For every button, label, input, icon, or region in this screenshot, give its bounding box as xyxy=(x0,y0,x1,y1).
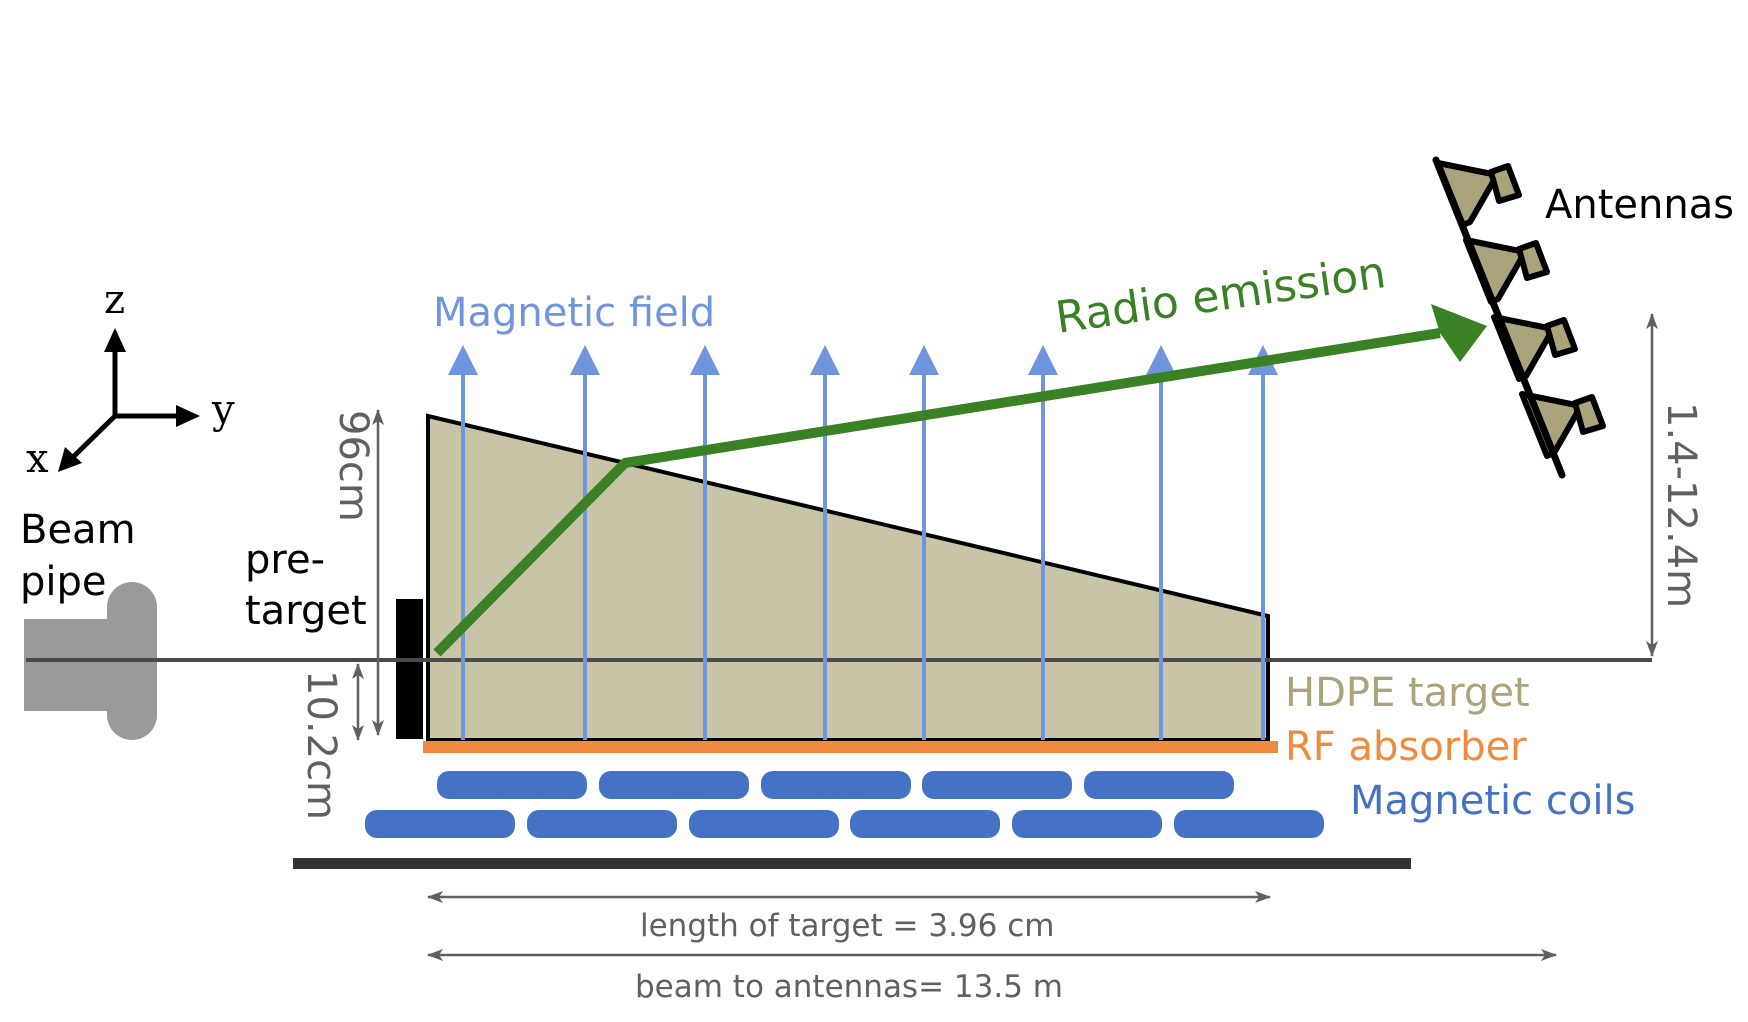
radio-emission-label: Radio emission xyxy=(1052,247,1389,344)
field-arrowhead xyxy=(1028,345,1058,375)
coil xyxy=(365,810,515,838)
coil xyxy=(437,771,587,799)
coil xyxy=(761,771,911,799)
field-arrowhead xyxy=(1146,345,1176,375)
pre-target xyxy=(396,599,423,739)
coil xyxy=(1084,771,1234,799)
field-arrowhead xyxy=(909,345,939,375)
hdpe-target xyxy=(426,413,1270,742)
beam-pipe-body xyxy=(24,619,114,711)
x-axis-arrowhead xyxy=(58,447,82,472)
coil xyxy=(599,771,749,799)
field-arrowhead xyxy=(570,345,600,375)
radio-emission-line xyxy=(433,328,1441,657)
field-arrowhead xyxy=(690,345,720,375)
radio-emission-path xyxy=(433,304,1487,657)
y-axis-label: y xyxy=(211,387,235,433)
pre-target-label-line1: pre- xyxy=(245,537,325,583)
radio-emission-arrowhead xyxy=(1431,304,1487,362)
antennas-label: Antennas xyxy=(1545,182,1734,228)
coil xyxy=(922,771,1072,799)
antenna-array xyxy=(1432,156,1606,479)
antenna-mount xyxy=(1432,156,1566,479)
pre-target-label-line2: target xyxy=(245,588,367,634)
beam-to-antennas-label: beam to antennas= 13.5 m xyxy=(635,969,1063,1005)
coil xyxy=(689,810,839,838)
target-length-label: length of target = 3.96 cm xyxy=(640,908,1054,944)
z-axis-arrowhead xyxy=(104,328,126,352)
beam-pipe-label-line1: Beam xyxy=(20,507,136,553)
z-axis-label: z xyxy=(104,277,125,323)
coil xyxy=(1174,810,1324,838)
antenna-height-label: 1.4-12.4m xyxy=(1658,402,1704,608)
hdpe-target-label: HDPE target xyxy=(1285,670,1530,716)
coil xyxy=(1012,810,1162,838)
magnetic-coils-label: Magnetic coils xyxy=(1350,778,1635,824)
coordinate-axes: z y x xyxy=(26,277,235,482)
coil xyxy=(850,810,1000,838)
support-bar xyxy=(293,858,1411,869)
field-arrowhead xyxy=(448,345,478,375)
magnetic-field-label: Magnetic field xyxy=(433,290,715,336)
target-height-label: 96cm xyxy=(330,410,376,522)
x-axis-line xyxy=(66,414,117,464)
antenna xyxy=(1435,160,1522,228)
field-arrowhead xyxy=(810,345,840,375)
magnetic-coils xyxy=(365,771,1324,838)
x-axis-label: x xyxy=(26,436,49,482)
coil xyxy=(527,810,677,838)
rf-absorber xyxy=(423,741,1278,753)
magnetic-field-arrows xyxy=(448,345,1278,740)
beam-pipe-label-line2: pipe xyxy=(20,559,107,605)
y-axis-arrowhead xyxy=(176,405,200,427)
rf-absorber-label: RF absorber xyxy=(1285,724,1527,770)
beam-height-label: 10.2cm xyxy=(298,670,344,820)
